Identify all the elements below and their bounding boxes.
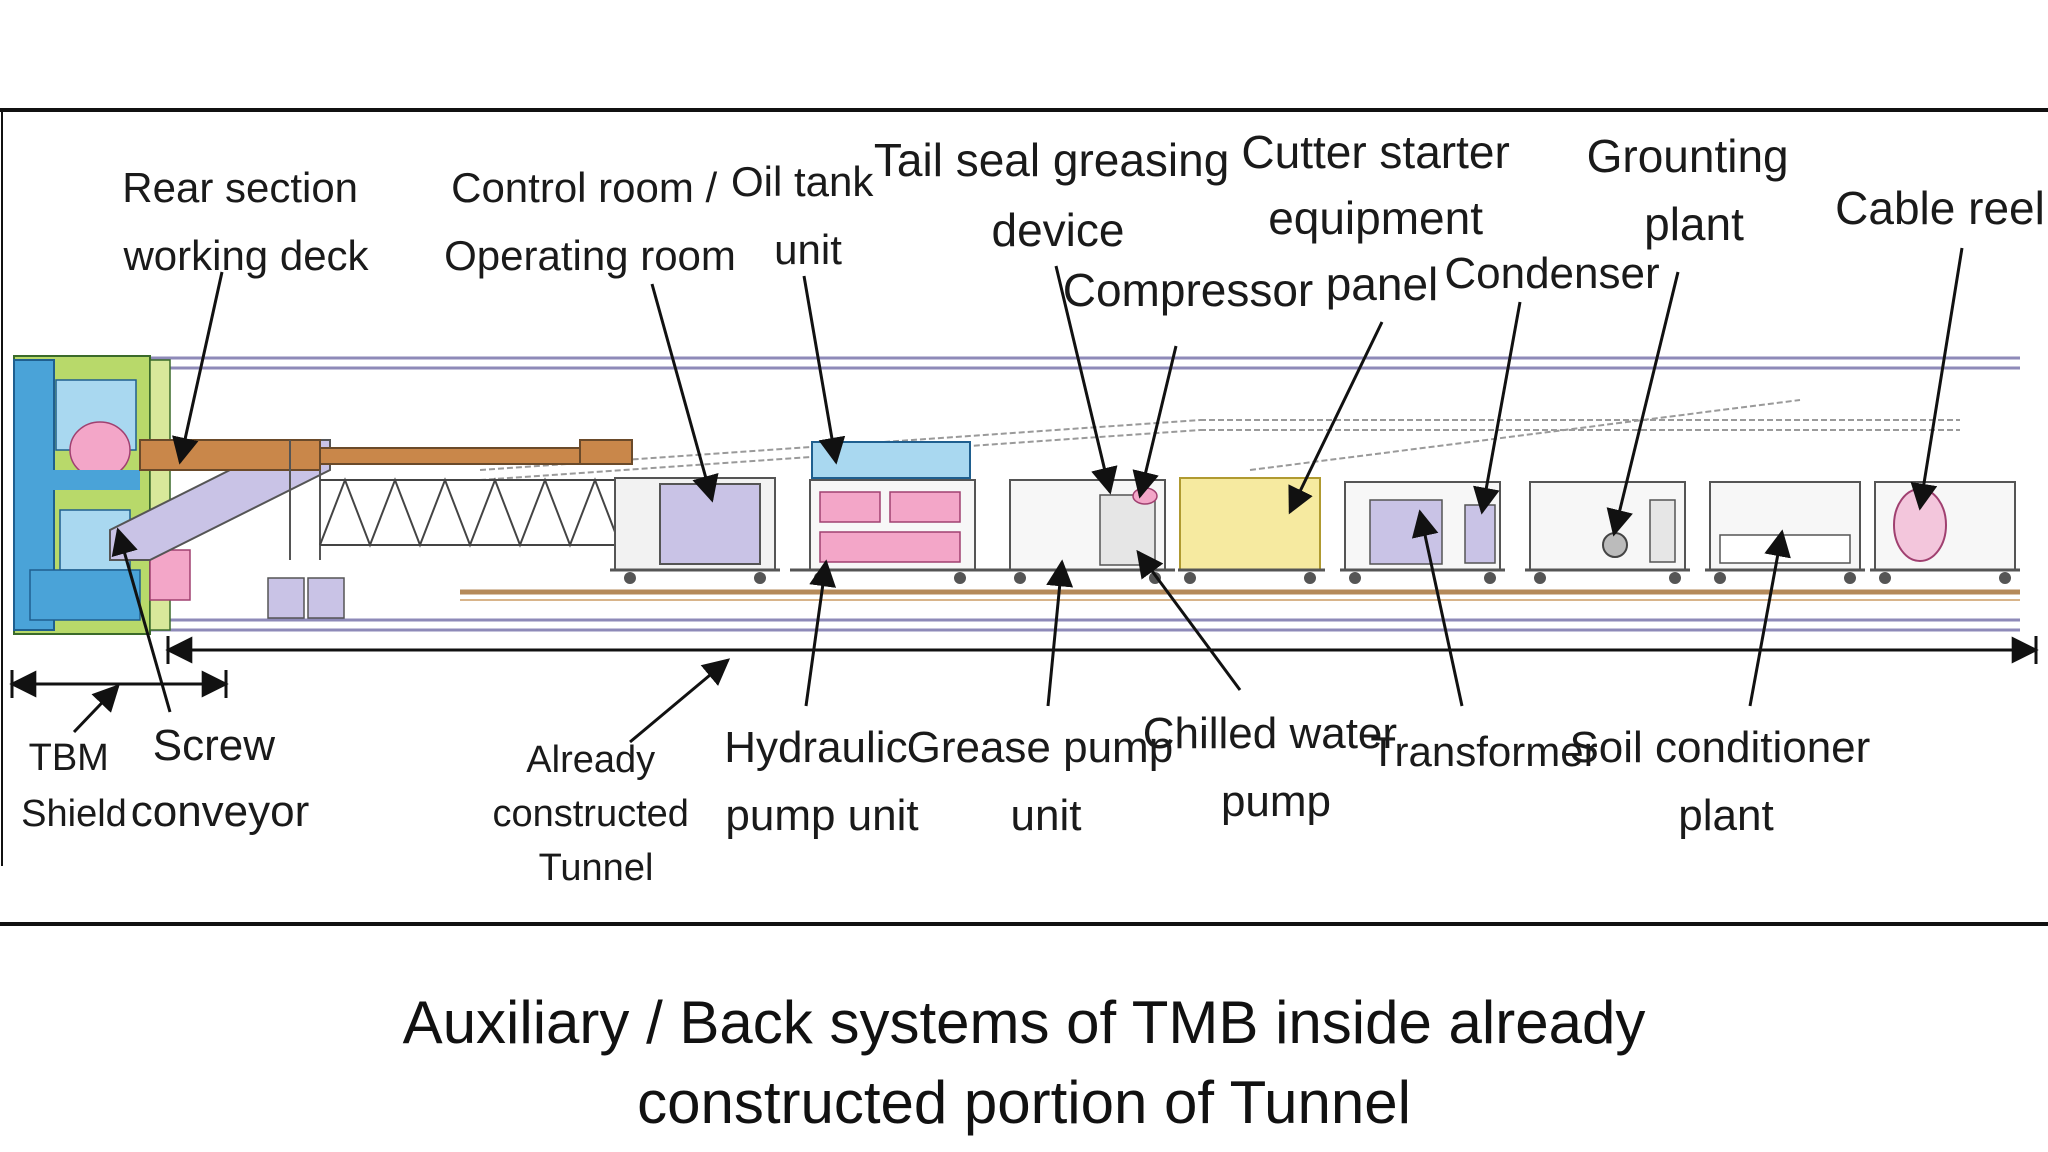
label-tail-seal: Tail seal greasing device (874, 134, 1242, 256)
label-condenser: Condenser (1444, 249, 1659, 298)
label-rear-section: Rear section working deck (122, 164, 369, 279)
label-transformer: Transformer (1370, 728, 1597, 775)
gantry-cable-reel (1870, 481, 2020, 572)
gantry-grounting (1525, 481, 1690, 572)
label-cable-reel: Cable reel (1835, 182, 2045, 234)
tunnel-walls (150, 356, 2020, 632)
gantry-cutter-panel (1178, 477, 1325, 572)
label-grease-pump: Grease pump unit (907, 723, 1186, 840)
gantry-control-room (610, 477, 780, 572)
label-tbm-shield: TBM Shield (21, 737, 127, 835)
label-chilled-water: Chilled water pump (1143, 709, 1410, 826)
caption-line-1: Auxiliary / Back systems of TMB inside a… (402, 989, 1646, 1056)
gantry-grease (1000, 479, 1175, 572)
label-compressor: Compressor (1063, 264, 1314, 316)
deck-carts (267, 577, 345, 619)
working-deck (139, 439, 633, 560)
leader-arrows (72, 247, 1964, 744)
label-soil-conditioner: Soil conditioner plant (1569, 723, 1882, 840)
label-oil-tank: Oil tank unit (731, 158, 885, 273)
tbm-shield (13, 355, 191, 635)
caption-line-2: constructed portion of Tunnel (637, 1069, 1411, 1136)
gantry-soil-conditioner (1705, 481, 1865, 572)
gantry-hydraulic (790, 441, 1000, 572)
label-control-room: Control room / Operating room (444, 164, 736, 279)
label-already-constructed: Already constructed Tunnel (492, 739, 699, 889)
label-grounting: Grounting plant (1587, 130, 1802, 250)
label-cutter-starter: Cutter starter equipment panel (1241, 126, 1522, 310)
gantry-wheels (624, 572, 2011, 584)
label-hydraulic-pump: Hydraulic pump unit (724, 723, 920, 840)
label-screw-conveyor: Screw conveyor (131, 721, 310, 836)
truss-bridge (319, 477, 621, 548)
